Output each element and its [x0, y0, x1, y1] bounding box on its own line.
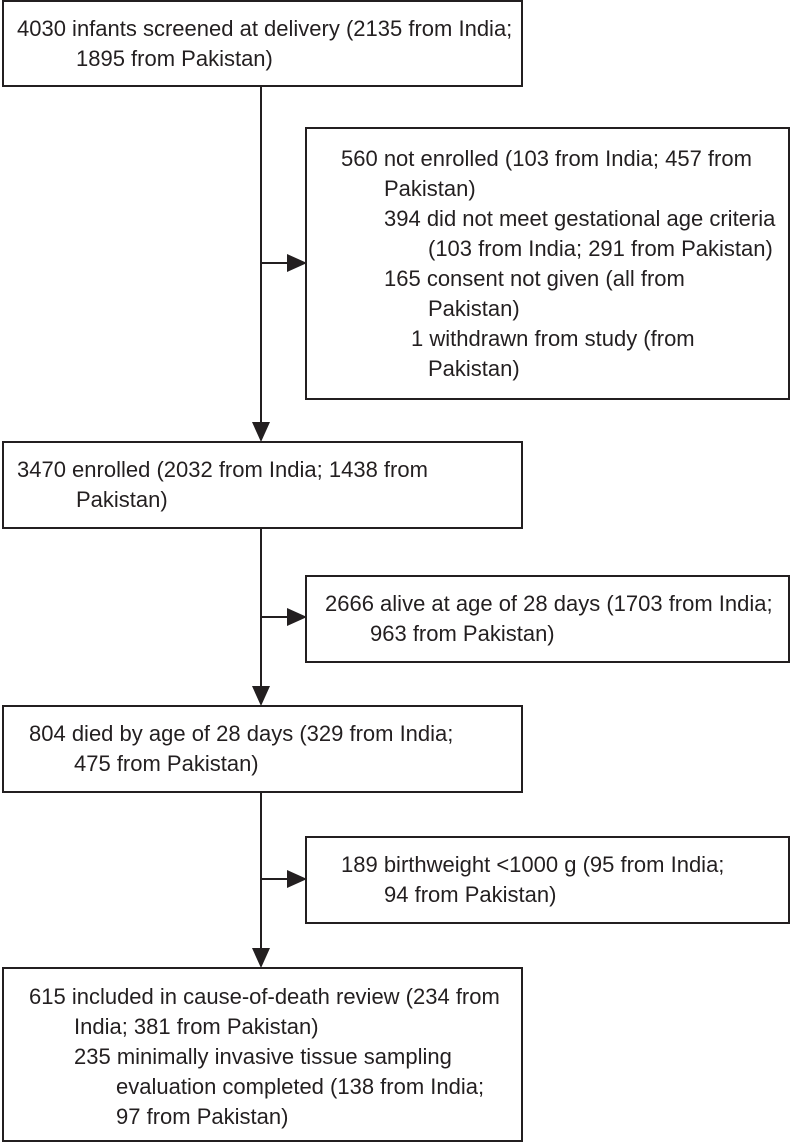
included-box: 615 included in cause-of-death review (2…	[2, 967, 523, 1142]
included-line-1: 615 included in cause-of-death review (2…	[29, 984, 500, 1009]
arrow-to-died	[252, 686, 270, 706]
alive-line-2: 963 from Pakistan)	[370, 621, 555, 646]
tissue-sampling-line-1: 235 minimally invasive tissue sampling	[74, 1044, 452, 1069]
birthweight-line-2: 94 from Pakistan)	[384, 882, 557, 907]
screened-box: 4030 infants screened at delivery (2135 …	[2, 0, 523, 87]
arrow-to-included	[252, 948, 270, 968]
reason-consent-line-1: 165 consent not given (all from	[384, 266, 685, 291]
connector-to-alive	[260, 616, 290, 618]
died-line-2: 475 from Pakistan)	[74, 751, 259, 776]
connector-to-not-enrolled	[260, 262, 290, 264]
alive-box: 2666 alive at age of 28 days (1703 from …	[305, 575, 790, 663]
reason-withdrawn-line-1: 1 withdrawn from study (from	[411, 326, 695, 351]
enrolled-line-1: 3470 enrolled (2032 from India; 1438 fro…	[17, 457, 428, 482]
not-enrolled-line-1: 560 not enrolled (103 from India; 457 fr…	[341, 146, 752, 171]
arrow-to-not-enrolled	[287, 254, 307, 272]
screened-line-1: 4030 infants screened at delivery (2135 …	[17, 16, 513, 41]
enrolled-line-2: Pakistan)	[76, 487, 168, 512]
birthweight-line-1: 189 birthweight <1000 g (95 from India;	[341, 852, 725, 877]
reason-gestational-line-1: 394 did not meet gestational age criteri…	[384, 206, 776, 231]
arrow-to-alive	[287, 608, 307, 626]
tissue-sampling-line-3: 97 from Pakistan)	[116, 1104, 289, 1129]
not-enrolled-line-2: Pakistan)	[384, 176, 476, 201]
died-line-1: 804 died by age of 28 days (329 from Ind…	[29, 721, 454, 746]
died-box: 804 died by age of 28 days (329 from Ind…	[2, 705, 523, 793]
birthweight-box: 189 birthweight <1000 g (95 from India; …	[305, 836, 790, 924]
tissue-sampling-line-2: evaluation completed (138 from India;	[116, 1074, 485, 1099]
included-line-2: India; 381 from Pakistan)	[74, 1014, 319, 1039]
reason-gestational-line-2: (103 from India; 291 from Pakistan)	[428, 236, 773, 261]
reason-withdrawn-line-2: Pakistan)	[428, 356, 520, 381]
alive-line-1: 2666 alive at age of 28 days (1703 from …	[325, 591, 773, 616]
not-enrolled-box: 560 not enrolled (103 from India; 457 fr…	[305, 127, 790, 400]
reason-consent-line-2: Pakistan)	[428, 296, 520, 321]
arrow-to-birthweight	[287, 870, 307, 888]
enrolled-box: 3470 enrolled (2032 from India; 1438 fro…	[2, 441, 523, 529]
screened-line-2: 1895 from Pakistan)	[76, 46, 273, 71]
arrow-to-enrolled	[252, 422, 270, 442]
connector-to-birthweight	[260, 878, 290, 880]
